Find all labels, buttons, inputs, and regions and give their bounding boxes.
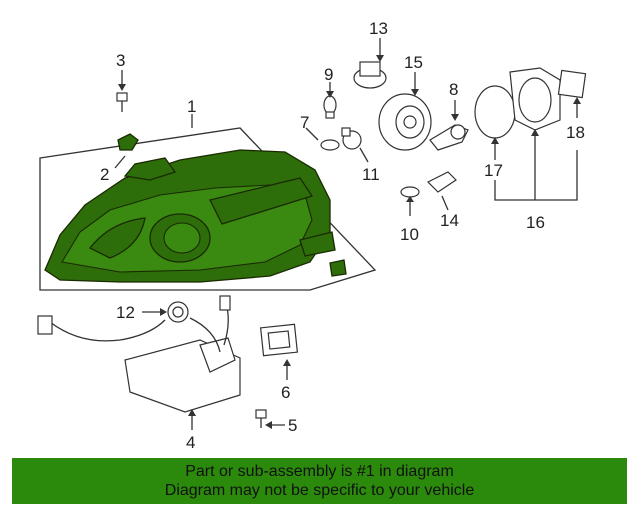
hid-bulb-part-8[interactable] bbox=[429, 124, 469, 151]
callout-16: 16 bbox=[526, 213, 545, 232]
housing-part-16[interactable] bbox=[509, 67, 561, 131]
callout-12: 12 bbox=[116, 303, 135, 322]
footer-line-2: Diagram may not be specific to your vehi… bbox=[164, 482, 475, 499]
assembly-frame bbox=[39, 127, 377, 291]
bulb-socket-part-13[interactable] bbox=[353, 61, 387, 89]
callout-14: 14 bbox=[440, 211, 459, 230]
bolt-part-5[interactable] bbox=[255, 409, 267, 428]
callout-2: 2 bbox=[100, 165, 109, 184]
callout-15: 15 bbox=[404, 53, 423, 72]
callout-4: 4 bbox=[186, 433, 195, 452]
bolt-part-3[interactable] bbox=[116, 92, 128, 112]
callout-6: 6 bbox=[281, 383, 290, 402]
callout-17: 17 bbox=[484, 161, 503, 180]
bulb-part-10[interactable] bbox=[400, 186, 420, 198]
callout-10: 10 bbox=[400, 225, 419, 244]
callout-8: 8 bbox=[449, 80, 458, 99]
gasket-part-18[interactable] bbox=[557, 69, 587, 99]
callout-3: 3 bbox=[116, 51, 125, 70]
ballast-part-4[interactable] bbox=[37, 295, 241, 413]
footer-line-1: Part or sub-assembly is #1 in diagram bbox=[185, 463, 454, 480]
callout-7: 7 bbox=[300, 113, 309, 132]
callout-11: 11 bbox=[362, 165, 380, 184]
dust-cap-part-15[interactable] bbox=[378, 93, 432, 151]
callout-18: 18 bbox=[566, 123, 585, 142]
bulb-part-7[interactable] bbox=[320, 139, 340, 151]
footer-banner: Part or sub-assembly is #1 in diagram Di… bbox=[12, 458, 627, 504]
callout-13: 13 bbox=[369, 19, 388, 38]
headlight-assembly[interactable] bbox=[44, 133, 347, 283]
bulb-part-9[interactable] bbox=[323, 95, 337, 119]
callout-1: 1 bbox=[187, 97, 196, 116]
socket-part-11[interactable] bbox=[341, 127, 362, 150]
callout-9: 9 bbox=[324, 65, 333, 84]
callout-5: 5 bbox=[288, 416, 297, 435]
seal-part-17[interactable] bbox=[474, 85, 516, 139]
socket-part-12[interactable] bbox=[167, 301, 189, 323]
socket-part-14[interactable] bbox=[426, 171, 457, 193]
parts-diagram: 1 2 3 4 5 6 7 8 9 10 11 12 13 14 15 16 1… bbox=[37, 19, 587, 452]
gasket-part-6[interactable] bbox=[259, 323, 299, 357]
